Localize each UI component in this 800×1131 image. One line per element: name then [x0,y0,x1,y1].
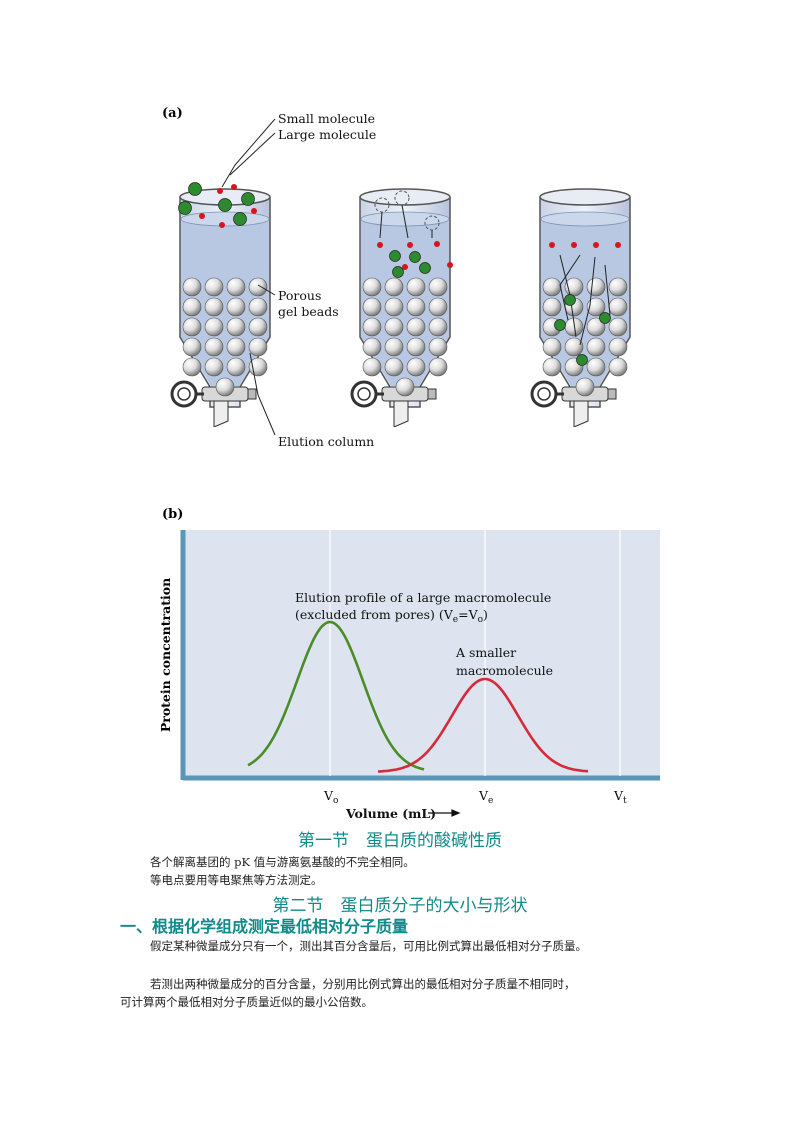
x-axis-arrow [428,809,461,817]
label-porous: Porous [278,288,321,303]
chart-plot-area [182,530,660,776]
series-large-macromolecule [247,620,425,771]
paragraph-4: 若测出两种微量成分的百分含量，分别用比例式算出的最低相对分子质量不相同时， [150,977,576,991]
column-3 [530,187,632,427]
section-2-title: 第二节 蛋白质分子的大小与形状 [272,896,528,916]
series-smaller-macromolecule [377,677,589,773]
label-large-molecule: Large molecule [278,127,376,142]
annotation-large-line2: (excluded from pores) (Ve=Vo) [295,607,488,625]
paragraph-3: 假定某种微量成分只有一个，测出其百分含量后，可用比例式算出最低相对分子质量。 [150,939,587,953]
column-1 [170,182,272,427]
x-tick-ve: Ve [478,788,493,806]
x-axis-label: Volume (mL) [345,806,436,820]
molecules-column-1 [178,182,257,228]
x-tick-vo: Vo [323,788,338,806]
figure-b-panel-label: (b) [162,507,183,522]
figure-b-elution-chart: (b) Protein concentration Elution profil… [158,507,660,820]
figure-a-columns: (a) [162,106,632,449]
annotation-small-line2: macromolecule [456,663,553,678]
paragraph-1: 各个解离基团的 pK 值与游离氨基酸的不完全相同。 [150,855,415,869]
paragraph-5: 可计算两个最低相对分子质量近似的最小公倍数。 [120,995,373,1009]
label-small-molecule: Small molecule [278,111,375,126]
section-1-title: 第一节 蛋白质的酸碱性质 [298,831,502,851]
annotation-large-line1: Elution profile of a large macromolecule [295,590,551,605]
paragraph-2: 等电点要用等电聚焦等方法测定。 [150,873,323,887]
y-axis-label: Protein concentration [158,578,173,732]
column-2 [350,187,453,427]
label-gel-beads: gel beads [278,304,339,319]
x-tick-vt: Vt [613,788,627,806]
label-elution-column: Elution column [278,434,374,449]
subheading-1: 一、根据化学组成测定最低相对分子质量 [120,917,409,936]
annotation-small-line1: A smaller [455,645,516,660]
figure-a-panel-label: (a) [162,106,183,121]
